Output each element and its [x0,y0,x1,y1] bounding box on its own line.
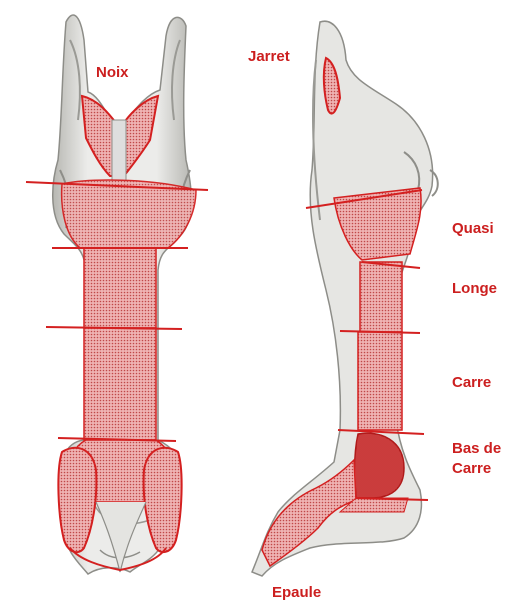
label-bas-de-carre-line1: Bas de [452,440,501,457]
label-quasi: Quasi [452,220,494,237]
label-epaule: Epaule [272,584,321,601]
carcass-back-view [26,15,208,574]
carcass-side-view [252,21,438,576]
label-longe: Longe [452,280,497,297]
label-bas-de-carre-line2: Carre [452,460,491,477]
label-jarret: Jarret [248,48,290,65]
label-noix: Noix [96,64,129,81]
label-carre: Carre [452,374,491,391]
